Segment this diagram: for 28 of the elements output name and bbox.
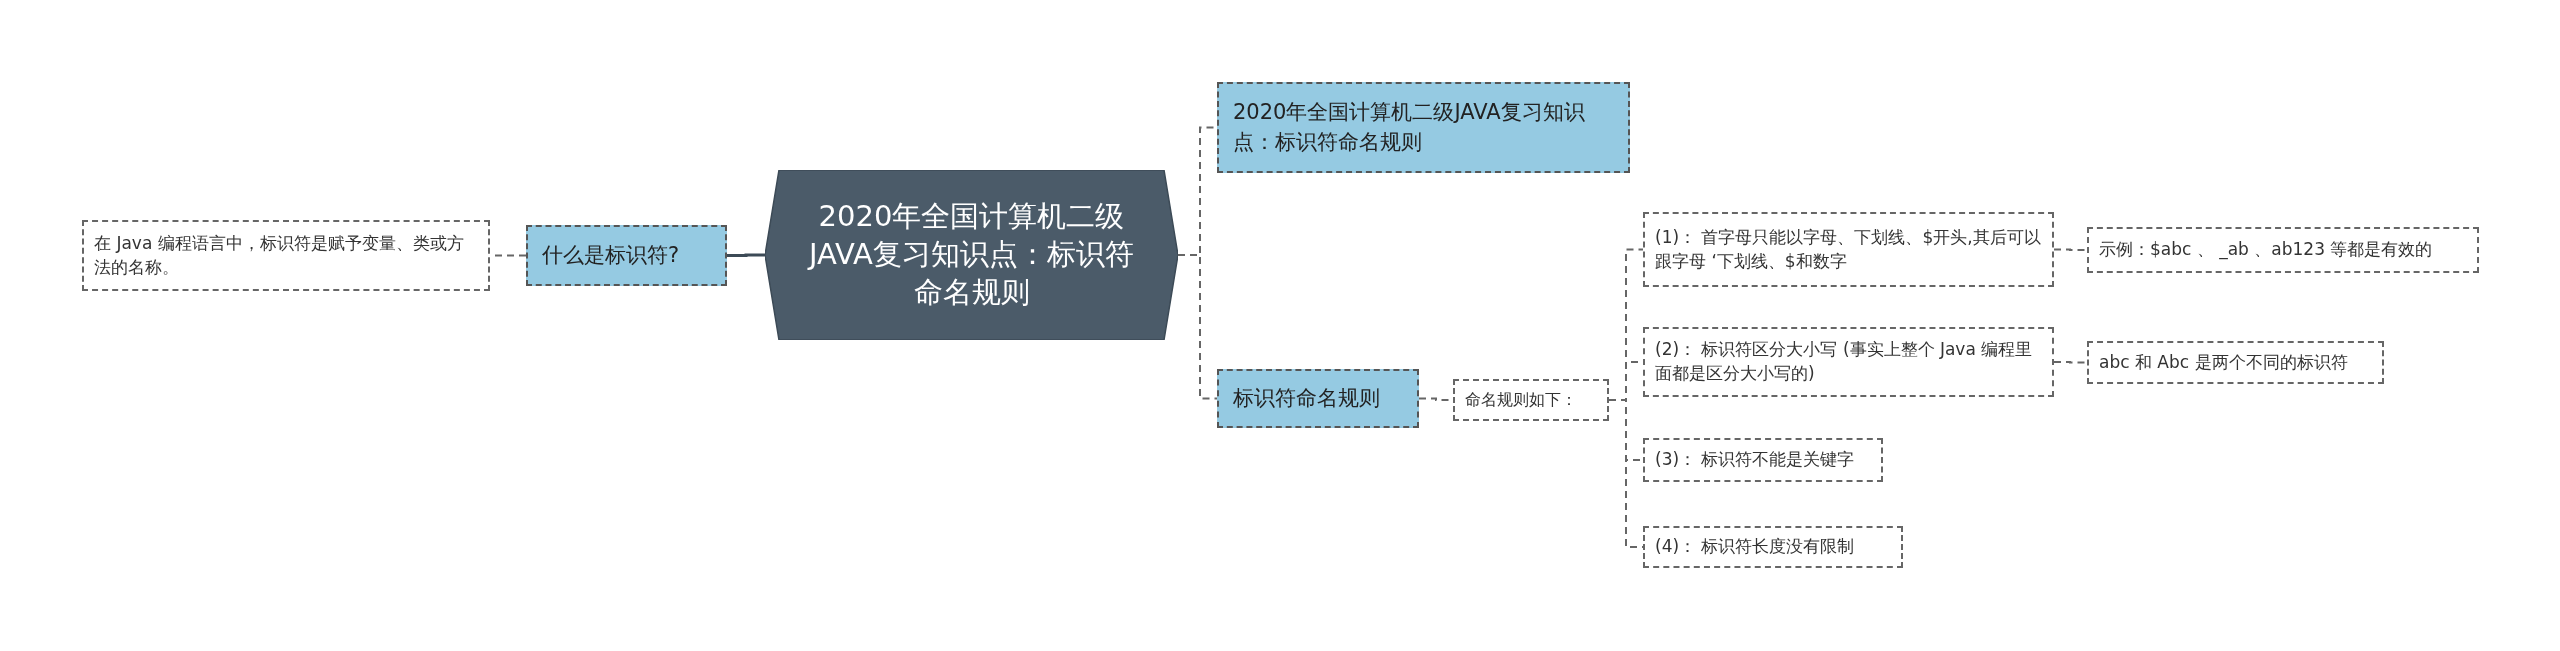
connector-line <box>2053 361 2088 364</box>
topic-box <box>1217 82 1630 173</box>
node-text: (4)： 标识符长度没有限制 <box>1655 535 1855 559</box>
node-text: 标识符命名规则 <box>1233 384 1380 412</box>
subtopic-box <box>82 220 490 291</box>
node-text: (1)： 首字母只能以字母、下划线、$开头,其后可以跟字母 ‘下划线、$和数字 <box>1655 225 2042 273</box>
node-text: 什么是标识符? <box>542 241 680 269</box>
topic-box <box>526 225 727 286</box>
node-text: 命名规则如下： <box>1465 388 1577 411</box>
connector-line <box>2053 248 2088 251</box>
node-text: 示例：$abc 、 _ab 、ab123 等都是有效的 <box>2099 238 2433 262</box>
subtopic-box <box>1643 212 2054 287</box>
node-text: 在 Java 编程语言中，标识符是赋予变量、类或方法的名称。 <box>94 231 465 279</box>
subtopic-box <box>2087 341 2384 384</box>
node-text: 2020年全国计算机二级JAVA复习知识点：标识符命名规则 <box>806 198 1135 311</box>
central-topic <box>765 170 1178 340</box>
node-text: 2020年全国计算机二级JAVA复习知识点：标识符命名规则 <box>1233 99 1586 156</box>
subtopic-box <box>1643 438 1883 482</box>
subtopic-box <box>1643 327 2054 397</box>
node-text: (3)： 标识符不能是关键字 <box>1655 448 1855 472</box>
subtopic-box <box>1643 526 1903 568</box>
node-text: abc 和 Abc 是两个不同的标识符 <box>2099 350 2348 374</box>
node-text: (2)： 标识符区分大小写 (事实上整个 Java 编程里面都是区分大小写的) <box>1655 338 2034 385</box>
connector-line <box>1177 254 1218 400</box>
topic-box <box>1217 369 1419 428</box>
subtopic-box <box>1453 379 1609 421</box>
connector-line <box>727 253 765 257</box>
subtopic-box <box>2087 227 2479 273</box>
